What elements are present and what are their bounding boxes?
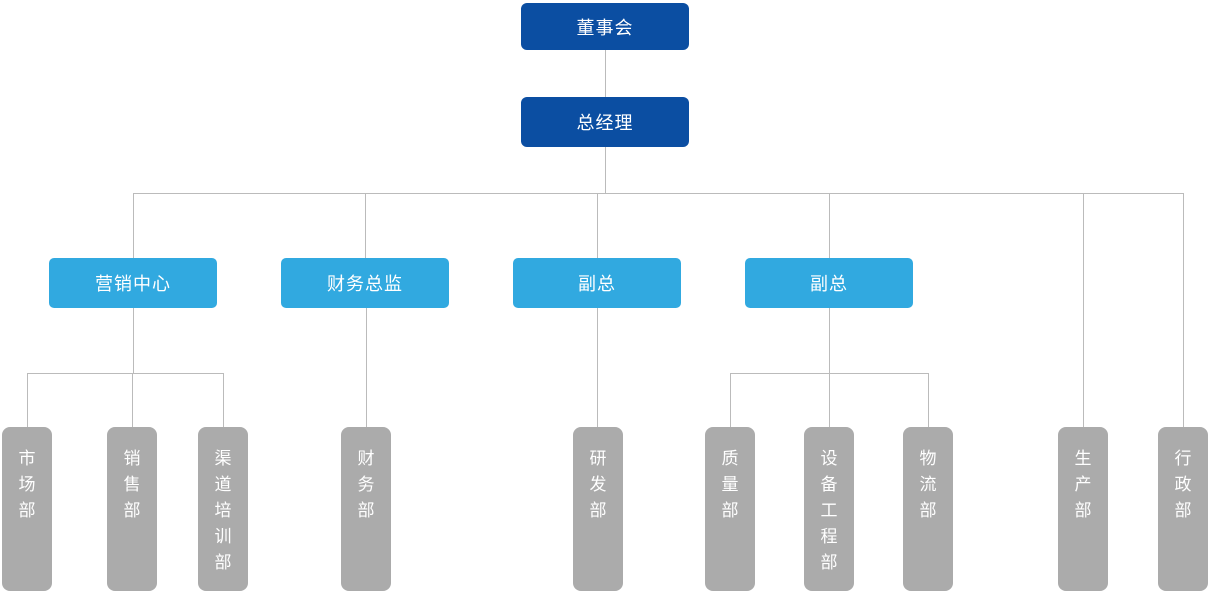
org-node-vp1-label: 副总 xyxy=(578,274,616,295)
connector-drop-channel-training-dept xyxy=(223,373,224,427)
org-node-sales-dept-label: 销售部 xyxy=(123,449,141,521)
org-node-marketing-center: 营销中心 xyxy=(49,258,217,308)
org-node-equipment-engineering-dept: 设备工程部 xyxy=(804,427,854,591)
org-node-board-label: 董事会 xyxy=(576,17,634,39)
connector-drop-market-dept xyxy=(27,373,28,427)
connector-drop-production-dept xyxy=(1083,193,1084,427)
connector-vp2-stem xyxy=(829,308,830,373)
org-node-vp2-label: 副总 xyxy=(810,274,848,295)
org-node-finance-dept: 财务部 xyxy=(341,427,391,591)
org-node-vp2: 副总 xyxy=(745,258,913,308)
org-node-marketing-center-label: 营销中心 xyxy=(95,274,171,295)
connector-drop-rd-dept xyxy=(597,308,598,427)
connector-drop-admin-dept xyxy=(1183,193,1184,427)
connector-drop-equipment-engineering-dept xyxy=(829,373,830,427)
connector-board-to-gm xyxy=(605,50,606,97)
org-node-logistics-dept-label: 物流部 xyxy=(919,449,937,521)
org-node-equipment-engineering-dept-label: 设备工程部 xyxy=(820,449,838,573)
org-node-quality-dept: 质量部 xyxy=(705,427,755,591)
connector-main-rail xyxy=(133,193,1183,194)
org-node-market-dept: 市场部 xyxy=(2,427,52,591)
org-node-vp1: 副总 xyxy=(513,258,681,308)
org-node-general-manager-label: 总经理 xyxy=(576,113,634,134)
org-node-production-dept: 生产部 xyxy=(1058,427,1108,591)
connector-drop-finance-dept xyxy=(366,308,367,427)
org-node-production-dept-label: 生产部 xyxy=(1074,449,1092,521)
connector-drop-vp2 xyxy=(829,193,830,258)
org-node-channel-training-dept: 渠道培训部 xyxy=(198,427,248,591)
connector-gm-stem xyxy=(605,147,606,193)
org-node-logistics-dept: 物流部 xyxy=(903,427,953,591)
org-node-board: 董事会 xyxy=(521,3,689,50)
org-node-admin-dept-label: 行政部 xyxy=(1174,449,1192,521)
org-node-finance-dept-label: 财务部 xyxy=(357,449,375,521)
org-node-finance-director: 财务总监 xyxy=(281,258,449,308)
org-node-finance-director-label: 财务总监 xyxy=(327,274,403,295)
org-node-sales-dept: 销售部 xyxy=(107,427,157,591)
org-node-rd-dept-label: 研发部 xyxy=(589,449,607,521)
connector-marketing-rail xyxy=(27,373,223,374)
org-node-admin-dept: 行政部 xyxy=(1158,427,1208,591)
connector-drop-marketing-center xyxy=(133,193,134,258)
connector-drop-vp1 xyxy=(597,193,598,258)
connector-drop-logistics-dept xyxy=(928,373,929,427)
org-node-channel-training-dept-label: 渠道培训部 xyxy=(214,449,232,573)
connector-drop-finance-director xyxy=(365,193,366,258)
org-node-general-manager: 总经理 xyxy=(521,97,689,147)
connector-marketing-stem xyxy=(133,308,134,373)
connector-drop-quality-dept xyxy=(730,373,731,427)
org-node-quality-dept-label: 质量部 xyxy=(721,449,739,521)
connector-drop-sales-dept xyxy=(132,373,133,427)
org-node-market-dept-label: 市场部 xyxy=(18,449,36,521)
org-node-rd-dept: 研发部 xyxy=(573,427,623,591)
